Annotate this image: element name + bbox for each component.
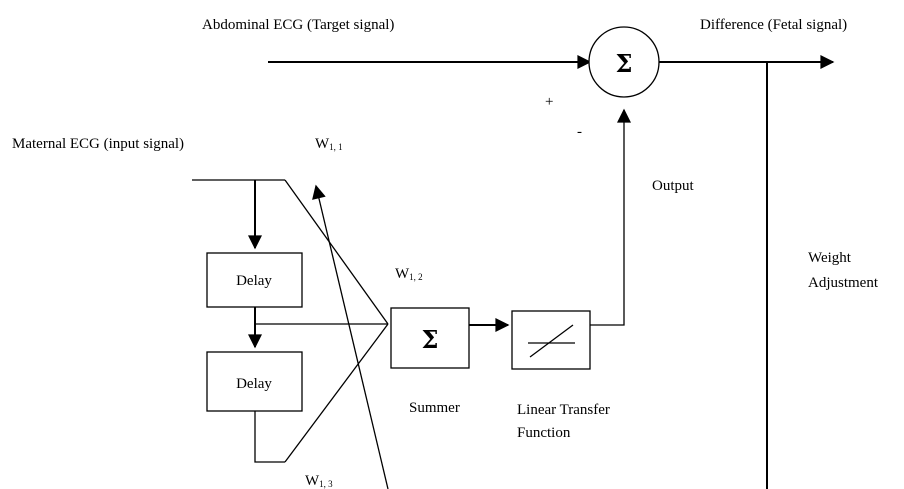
weight-w13-line: [284, 323, 389, 463]
linear-transfer-icon: [529, 324, 574, 358]
linear-transfer-label-line2: Function: [517, 425, 571, 441]
delay-block-2: Delay: [206, 351, 303, 412]
minus-sign: -: [577, 124, 582, 140]
sigma-icon: Σ: [422, 325, 439, 354]
delay-block-1-label: Delay: [236, 273, 272, 289]
delay-block-2-label: Delay: [236, 376, 272, 392]
maternal-ecg-label: Maternal ECG (input signal): [12, 136, 184, 152]
linear-transfer-block: [511, 310, 591, 370]
weight-label-line1: Weight: [808, 250, 852, 266]
output-label: Output: [652, 178, 695, 194]
delay-block-1: Delay: [206, 252, 303, 308]
weight-w12-label: W1, 2: [395, 266, 423, 282]
summer-label: Summer: [409, 400, 460, 416]
abdominal-ecg-label: Abdominal ECG (Target signal): [202, 17, 394, 33]
weight-w11-line: [284, 179, 389, 325]
weight-adjust-arrow-icon: [312, 184, 389, 489]
summer-block: Σ: [390, 307, 470, 369]
weight-w11-label: W1, 1: [315, 136, 343, 152]
difference-label: Difference (Fetal signal): [700, 17, 847, 33]
tap3-line: [254, 411, 285, 463]
sum-node-sigma: Σ: [616, 49, 633, 78]
weight-label-line2: Adjustment: [808, 275, 879, 291]
output-to-sum-arrow: [590, 108, 631, 326]
sum-node: Σ: [588, 26, 660, 98]
weight-w13-label: W1, 3: [305, 473, 333, 489]
linear-transfer-label-line1: Linear Transfer: [517, 402, 610, 418]
plus-sign: +: [545, 94, 553, 110]
